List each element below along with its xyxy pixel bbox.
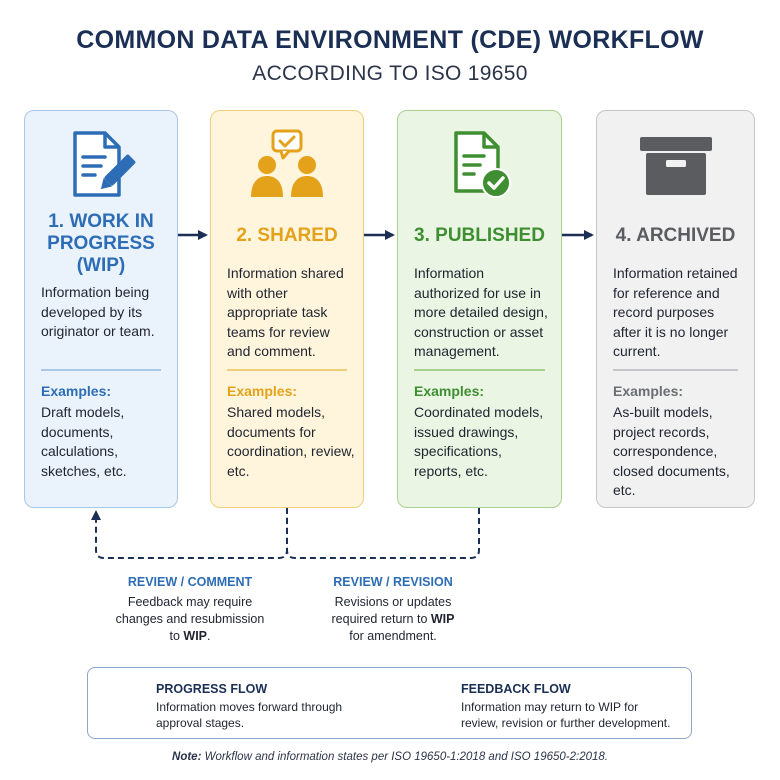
examples-label: Examples: <box>613 383 684 399</box>
archive-box-icon <box>597 129 754 201</box>
feedback-line: for amendment. <box>349 629 437 643</box>
footnote: Note: Workflow and information states pe… <box>0 751 780 763</box>
legend-text-line: Information may return to WIP for <box>461 700 639 714</box>
examples-text: Draft models, documents, calculations, s… <box>41 404 127 479</box>
divider <box>41 369 161 371</box>
examples-label: Examples: <box>41 383 112 399</box>
feedback-heading: REVIEW / COMMENT <box>127 575 253 589</box>
stage-title-archived: 4. ARCHIVED <box>615 225 736 246</box>
page-title: COMMON DATA ENVIRONMENT (CDE) WORKFLOW <box>76 26 704 54</box>
legend-feedback-title: FEEDBACK FLOW <box>461 682 571 696</box>
examples-label: Examples: <box>227 383 298 399</box>
stage-title-wip: 1. WORK IN PROGRESS (WIP) <box>25 211 177 277</box>
stage-description: Information retained for reference and r… <box>613 265 738 359</box>
examples-text: Coordinated models, issued drawings, spe… <box>414 404 544 479</box>
stage-card-archived: 4. ARCHIVED Information retained for ref… <box>596 110 755 508</box>
stage-description: Information shared with other appropriat… <box>227 265 344 359</box>
stage-card-wip: 1. WORK IN PROGRESS (WIP) Information be… <box>24 110 178 508</box>
feedback-label-review-comment: REVIEW / COMMENT Feedback may require ch… <box>100 574 280 645</box>
feedback-line: Feedback may require <box>127 595 253 609</box>
feedback-line-published-to-wip <box>286 508 480 559</box>
stage-description: Information being developed by its origi… <box>41 284 155 339</box>
feedback-text: required return to <box>331 612 431 626</box>
stage-card-shared: 2. SHARED Information shared with other … <box>210 110 364 508</box>
footnote-label: Note: <box>172 751 202 763</box>
feedback-label-review-revision: REVIEW / REVISION Revisions or updates r… <box>303 574 483 645</box>
feedback-text-bold: WIP <box>430 612 455 626</box>
legend-text-line: Information moves forward through <box>156 700 343 714</box>
document-check-icon <box>398 129 561 201</box>
examples-text: Shared models, documents for coordinatio… <box>227 404 355 479</box>
legend-progress-text: Information moves forward through approv… <box>156 699 342 731</box>
divider <box>414 369 545 371</box>
feedback-line-shared-to-wip <box>91 508 288 559</box>
legend-box: PROGRESS FLOW Information moves forward … <box>87 667 692 739</box>
legend-feedback-text: Information may return to WIP for review… <box>461 699 670 731</box>
divider <box>613 369 738 371</box>
feedback-text: . <box>207 629 211 643</box>
stage-title-published: 3. PUBLISHED <box>414 225 545 246</box>
feedback-text-bold: WIP <box>183 629 208 643</box>
feedback-line: required return to WIP <box>303 611 483 628</box>
page-subtitle: ACCORDING TO ISO 19650 <box>252 62 528 85</box>
users-chat-icon <box>211 129 363 201</box>
stage-card-published: 3. PUBLISHED Information authorized for … <box>397 110 562 508</box>
examples-label: Examples: <box>414 383 485 399</box>
feedback-line: Revisions or updates <box>334 595 452 609</box>
feedback-line: changes and resubmission <box>115 612 265 626</box>
feedback-heading: REVIEW / REVISION <box>333 575 453 589</box>
feedback-line: to WIP. <box>100 628 280 645</box>
footnote-text: Workflow and information states per ISO … <box>201 751 608 763</box>
legend-text-line: review, revision or further development. <box>461 716 671 730</box>
stage-title-line: 1. WORK IN <box>48 211 154 232</box>
legend-text-line: approval stages. <box>156 716 245 730</box>
stage-title-line: (WIP) <box>76 255 126 276</box>
feedback-text: to <box>169 629 184 643</box>
stage-description: Information authorized for use in more d… <box>414 265 548 359</box>
stage-title-shared: 2. SHARED <box>236 225 338 246</box>
stage-title-line: PROGRESS <box>47 233 155 254</box>
legend-progress-title: PROGRESS FLOW <box>156 682 268 696</box>
divider <box>227 369 347 371</box>
examples-text: As-built models, project records, corres… <box>613 404 730 498</box>
document-pencil-icon <box>25 129 177 201</box>
